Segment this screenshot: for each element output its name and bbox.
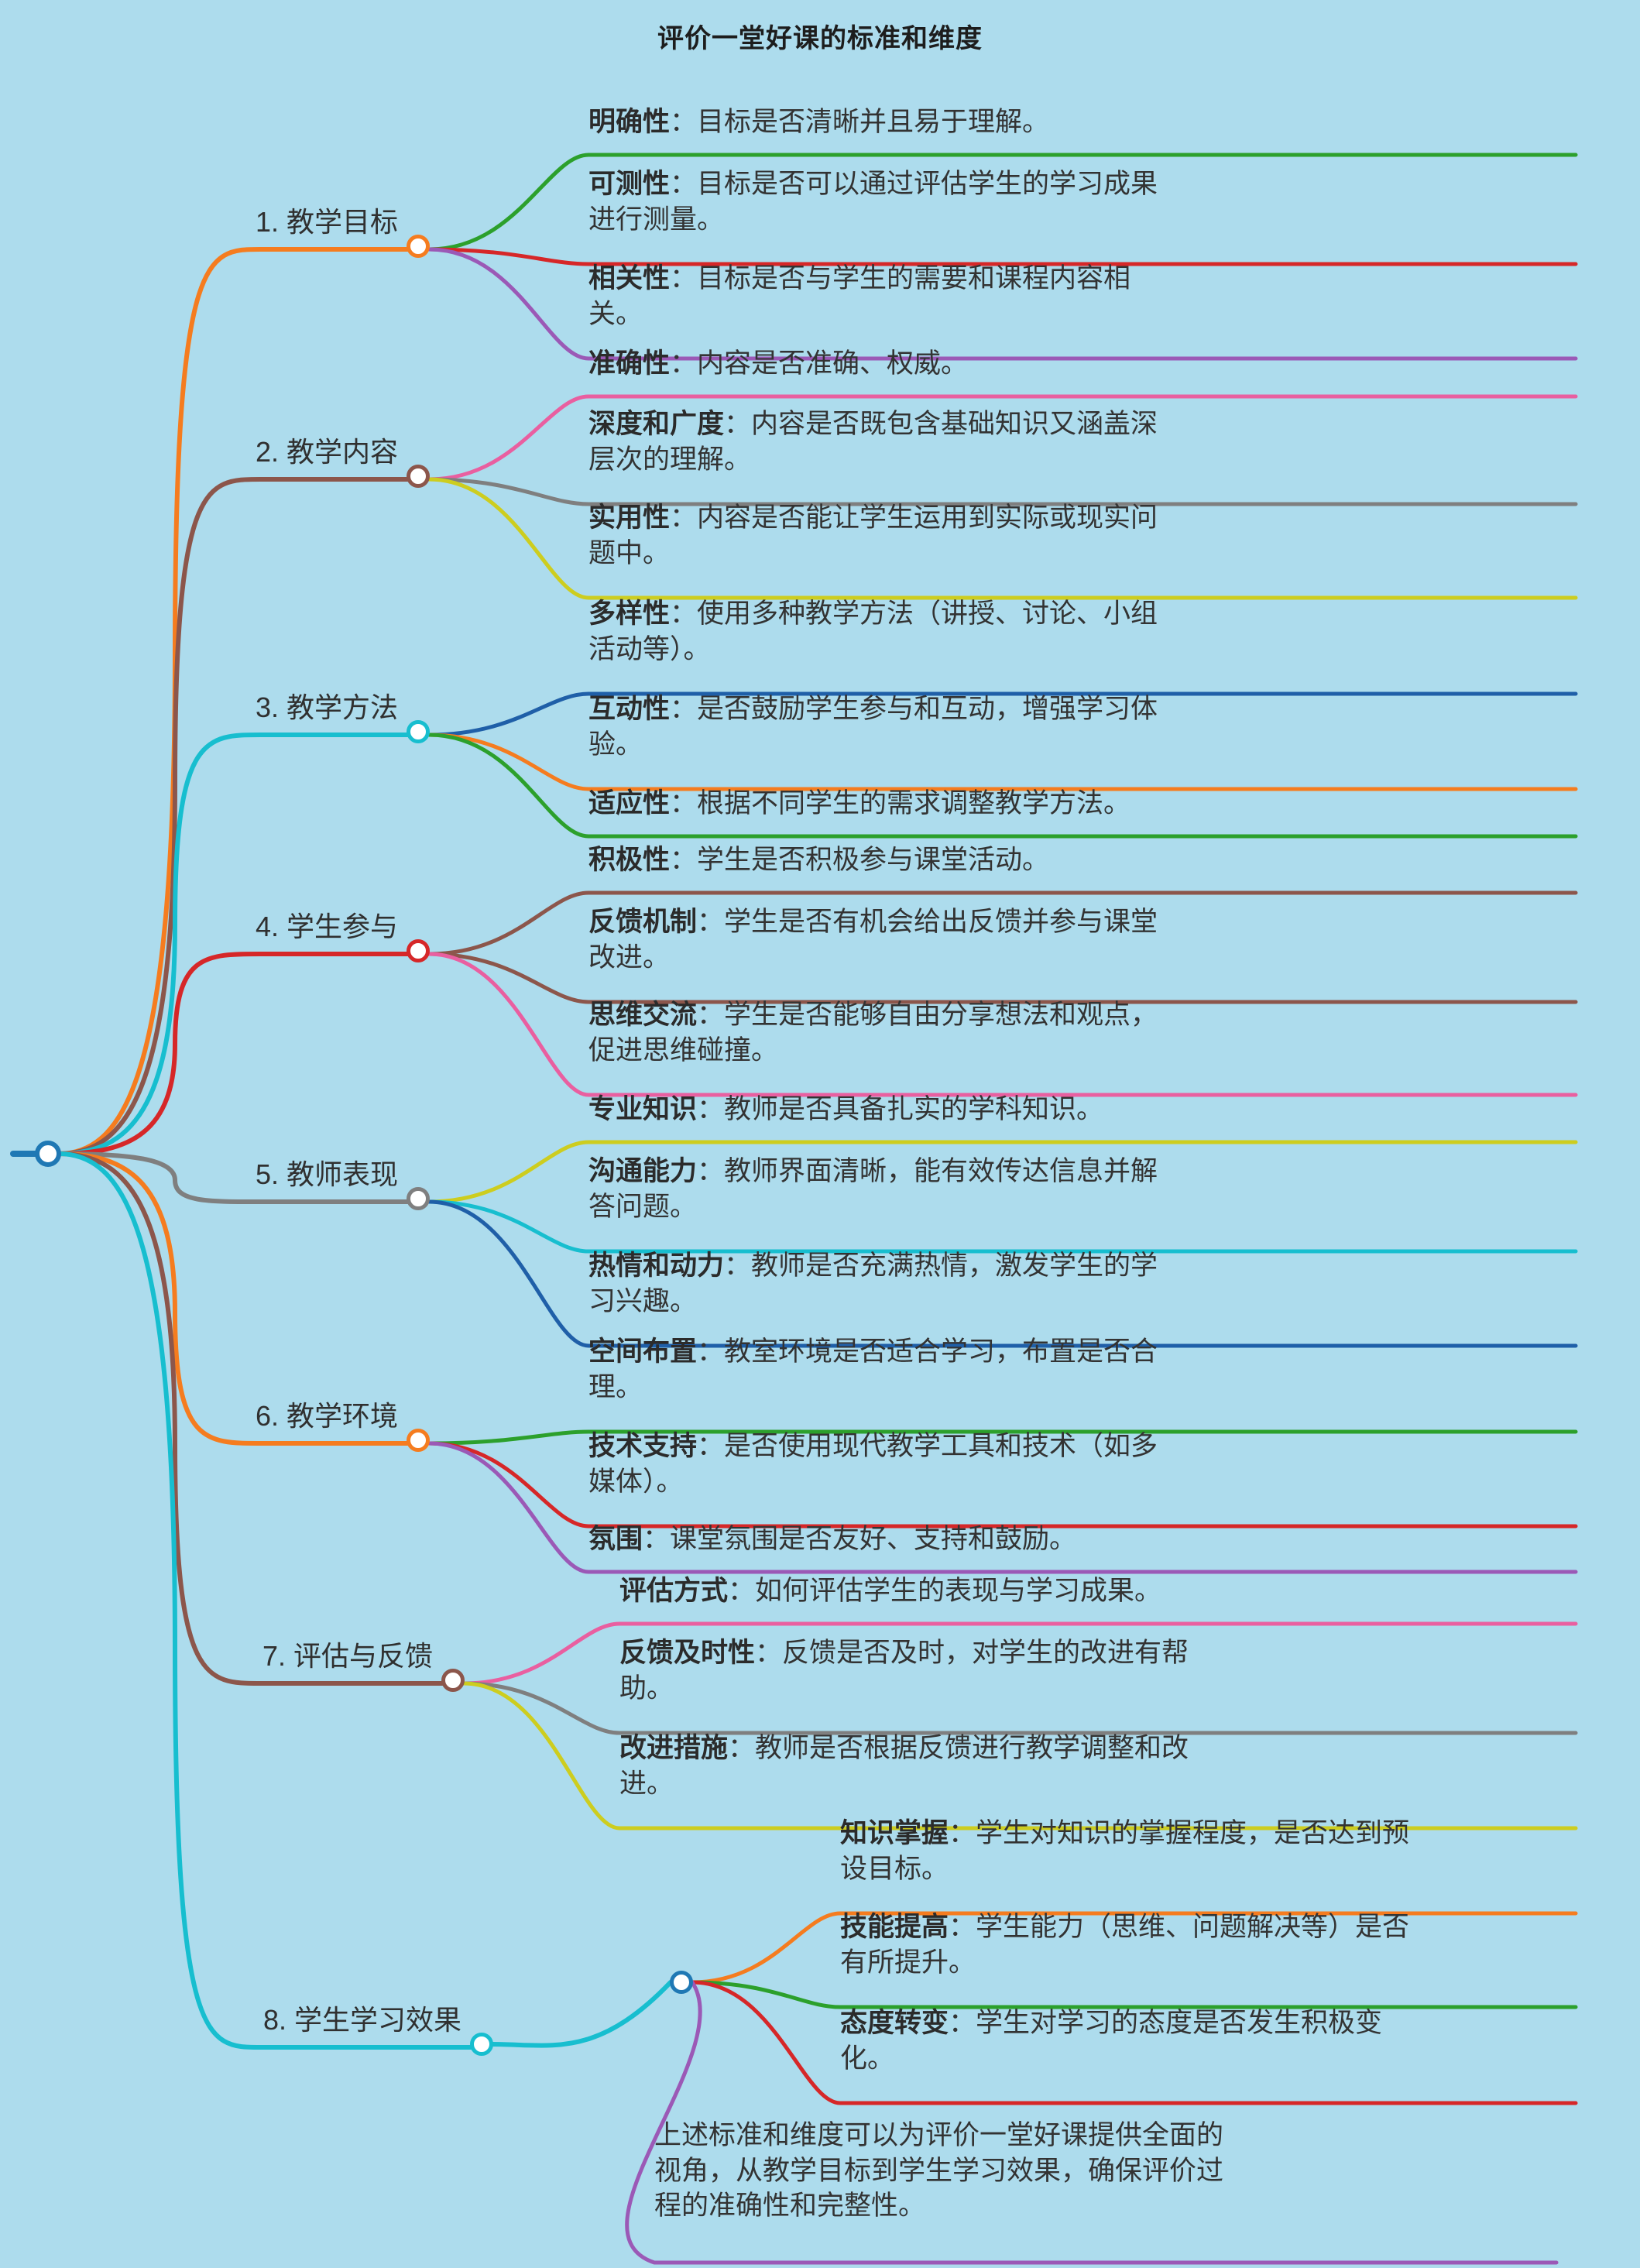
branch-label-2[interactable]: 2. 教学内容 bbox=[255, 436, 398, 468]
root-node[interactable] bbox=[35, 1141, 61, 1167]
leaf-text-7-3[interactable]: 改进措施：教师是否根据反馈进行教学调整和改 进。 bbox=[619, 1733, 1189, 1799]
leaf-text-8-4[interactable]: 上述标准和维度可以为评价一堂好课提供全面的 视角，从教学目标到学生学习效果，确保… bbox=[654, 2120, 1224, 2221]
leaf-term: 态度转变 bbox=[840, 2008, 949, 2038]
branch-label-7[interactable]: 7. 评估与反馈 bbox=[262, 1640, 433, 1672]
leaf-term: 思维交流 bbox=[588, 1000, 698, 1030]
branch-node-5[interactable] bbox=[407, 1187, 430, 1210]
leaf-term: 实用性 bbox=[588, 503, 671, 533]
leaf-term: 深度和广度 bbox=[588, 409, 725, 439]
branch-label-8[interactable]: 8. 学生学习效果 bbox=[262, 2004, 461, 2036]
branch-node-6[interactable] bbox=[407, 1429, 430, 1452]
branch-node-2[interactable] bbox=[407, 465, 430, 488]
branch-label-4[interactable]: 4. 学生参与 bbox=[255, 911, 398, 942]
leaf-term: 专业知识 bbox=[588, 1094, 698, 1124]
branch-node-7[interactable] bbox=[441, 1669, 465, 1692]
leaf-term: 技术支持 bbox=[588, 1431, 698, 1461]
leaf-term: 反馈机制 bbox=[588, 907, 698, 937]
leaf-term: 多样性 bbox=[588, 599, 671, 629]
mindmap-link bbox=[490, 1980, 673, 2048]
leaf-text-2-2[interactable]: 深度和广度：内容是否既包含基础知识又涵盖深 层次的理解。 bbox=[588, 409, 1158, 475]
leaf-text-4-3[interactable]: 思维交流：学生是否能够自由分享想法和观点， 促进思维碰撞。 bbox=[588, 1000, 1158, 1065]
leaf-text-1-1[interactable]: 明确性：目标是否清晰并且易于理解。 bbox=[588, 107, 1050, 137]
branch-node-3[interactable] bbox=[407, 720, 430, 743]
leaf-text-5-2[interactable]: 沟通能力：教师界面清晰，能有效传达信息并解 答问题。 bbox=[588, 1156, 1158, 1222]
leaf-text-6-2[interactable]: 技术支持：是否使用现代教学工具和技术（如多 媒体）。 bbox=[588, 1431, 1158, 1497]
leaf-term: 知识掌握 bbox=[840, 1818, 949, 1848]
leaf-term: 氛围 bbox=[588, 1524, 643, 1554]
leaf-text-4-2[interactable]: 反馈机制：学生是否有机会给出反馈并参与课堂 改进。 bbox=[588, 907, 1158, 973]
leaf-term: 准确性 bbox=[588, 348, 671, 379]
leaf-text-8-2[interactable]: 技能提高：学生能力（思维、问题解决等）是否 有所提升。 bbox=[840, 1912, 1410, 1978]
leaf-text-8-1[interactable]: 知识掌握：学生对知识的掌握程度，是否达到预 设目标。 bbox=[840, 1818, 1410, 1884]
branch-label-3[interactable]: 3. 教学方法 bbox=[255, 691, 398, 723]
branch-label-5[interactable]: 5. 教师表现 bbox=[255, 1158, 398, 1190]
leaf-term: 相关性 bbox=[588, 263, 671, 293]
mindmap-link bbox=[690, 1980, 1578, 2009]
leaf-term: 互动性 bbox=[588, 694, 671, 724]
leaf-text-6-3[interactable]: 氛围：课堂氛围是否友好、支持和鼓励。 bbox=[588, 1524, 1077, 1554]
leaf-text-1-2[interactable]: 可测性：目标是否可以通过评估学生的学习成果 进行测量。 bbox=[588, 169, 1158, 235]
leaf-text-6-1[interactable]: 空间布置：教室环境是否适合学习，布置是否合 理。 bbox=[588, 1336, 1158, 1402]
branch-node-8-sub[interactable] bbox=[670, 1971, 693, 1994]
leaf-text-5-1[interactable]: 专业知识：教师是否具备扎实的学科知识。 bbox=[588, 1094, 1104, 1124]
branch-label-6[interactable]: 6. 教学环境 bbox=[255, 1400, 398, 1432]
leaf-text-7-2[interactable]: 反馈及时性：反馈是否及时，对学生的改进有帮 助。 bbox=[619, 1638, 1189, 1704]
leaf-text-8-3[interactable]: 态度转变：学生对学习的态度是否发生积极变 化。 bbox=[840, 2008, 1383, 2074]
leaf-term: 评估方式 bbox=[619, 1576, 729, 1606]
leaf-term: 空间布置 bbox=[588, 1336, 698, 1367]
branch-node-4[interactable] bbox=[407, 939, 430, 962]
leaf-text-5-3[interactable]: 热情和动力：教师是否充满热情，激发学生的学 习兴趣。 bbox=[588, 1251, 1158, 1316]
leaf-term: 沟通能力 bbox=[588, 1156, 698, 1186]
branch-node-1[interactable] bbox=[407, 235, 430, 258]
leaf-term: 可测性 bbox=[588, 169, 671, 199]
leaf-text-1-3[interactable]: 相关性：目标是否与学生的需要和课程内容相 关。 bbox=[588, 263, 1131, 329]
leaf-term: 技能提高 bbox=[840, 1912, 949, 1942]
branch-node-8[interactable] bbox=[470, 2033, 493, 2056]
mindmap-link bbox=[57, 952, 413, 1156]
leaf-text-2-1[interactable]: 准确性：内容是否准确、权威。 bbox=[588, 348, 969, 379]
mindmap-link bbox=[57, 1151, 476, 2050]
leaf-term: 积极性 bbox=[588, 845, 671, 875]
leaf-term: 改进措施 bbox=[619, 1733, 729, 1763]
branch-label-1[interactable]: 1. 教学目标 bbox=[255, 206, 398, 238]
mindmap-link bbox=[57, 477, 413, 1156]
leaf-text-3-1[interactable]: 多样性：使用多种教学方法（讲授、讨论、小组 活动等）。 bbox=[588, 599, 1158, 664]
leaf-term: 热情和动力 bbox=[588, 1251, 725, 1281]
leaf-text-2-3[interactable]: 实用性：内容是否能让学生运用到实际或现实问 题中。 bbox=[588, 503, 1158, 568]
leaf-text-7-1[interactable]: 评估方式：如何评估学生的表现与学习成果。 bbox=[619, 1576, 1162, 1606]
leaf-text-3-3[interactable]: 适应性：根据不同学生的需求调整教学方法。 bbox=[588, 788, 1131, 818]
leaf-text-4-1[interactable]: 积极性：学生是否积极参与课堂活动。 bbox=[588, 845, 1050, 875]
leaf-text-3-2[interactable]: 互动性：是否鼓励学生参与和互动，增强学习体 验。 bbox=[588, 694, 1158, 760]
leaf-term: 明确性 bbox=[588, 107, 671, 137]
page-title: 评价一堂好课的标准和维度 bbox=[657, 24, 983, 53]
leaf-term: 反馈及时性 bbox=[619, 1638, 756, 1668]
leaf-term: 适应性 bbox=[588, 788, 671, 818]
